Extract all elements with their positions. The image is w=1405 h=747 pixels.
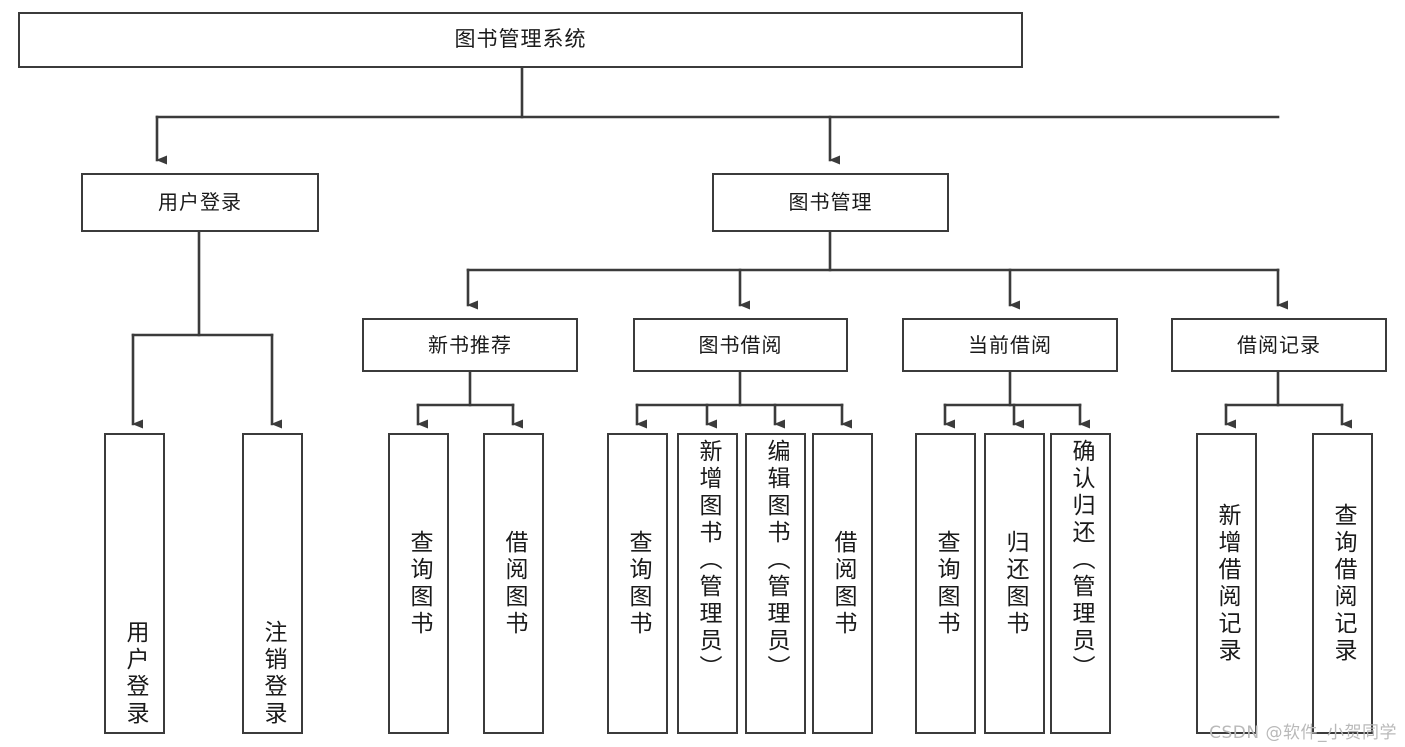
node-label: 新书推荐 [428, 332, 512, 357]
leaf-borrow-add-book-admin[interactable]: 新增图书（管理员） [677, 433, 738, 734]
node-label: 借阅图书 [830, 529, 856, 638]
leaf-record-add-record[interactable]: 新增借阅记录 [1196, 433, 1257, 734]
node-label: 新增图书（管理员） [695, 439, 721, 682]
node-current-borrow[interactable]: 当前借阅 [902, 318, 1118, 372]
node-label: 图书管理 [788, 190, 873, 215]
node-label: 查询图书 [625, 529, 651, 638]
node-label: 编辑图书（管理员） [763, 439, 789, 682]
node-label: 归还图书 [1002, 529, 1028, 638]
node-book-borrow[interactable]: 图书借阅 [633, 318, 848, 372]
node-label: 确认归还（管理员） [1068, 439, 1094, 682]
node-borrow-record[interactable]: 借阅记录 [1171, 318, 1387, 372]
node-label: 用户登录 [122, 620, 148, 728]
node-label: 注销登录 [260, 620, 286, 728]
node-label: 用户登录 [158, 190, 242, 215]
leaf-borrow-edit-book-admin[interactable]: 编辑图书（管理员） [745, 433, 806, 734]
node-label: 借阅记录 [1237, 332, 1321, 357]
node-new-book-recommend[interactable]: 新书推荐 [362, 318, 578, 372]
leaf-current-query-book[interactable]: 查询图书 [915, 433, 976, 734]
node-label: 图书管理系统 [454, 27, 587, 52]
leaf-user-login-logout[interactable]: 注销登录 [242, 433, 303, 734]
leaf-user-login-login[interactable]: 用户登录 [104, 433, 165, 734]
node-label: 借阅图书 [501, 529, 527, 638]
leaf-borrow-borrow-book[interactable]: 借阅图书 [812, 433, 873, 734]
leaf-current-confirm-return-admin[interactable]: 确认归还（管理员） [1050, 433, 1111, 734]
node-user-login[interactable]: 用户登录 [81, 173, 319, 232]
node-label: 新增借阅记录 [1214, 502, 1240, 665]
leaf-recommend-borrow-book[interactable]: 借阅图书 [483, 433, 544, 734]
leaf-record-query-record[interactable]: 查询借阅记录 [1312, 433, 1373, 734]
node-book-management[interactable]: 图书管理 [712, 173, 949, 232]
leaf-borrow-query-book[interactable]: 查询图书 [607, 433, 668, 734]
node-label: 当前借阅 [968, 332, 1052, 357]
leaf-current-return-book[interactable]: 归还图书 [984, 433, 1045, 734]
leaf-recommend-query-book[interactable]: 查询图书 [388, 433, 449, 734]
node-label: 图书借阅 [698, 332, 783, 357]
node-label: 查询借阅记录 [1330, 502, 1356, 665]
node-label: 查询图书 [933, 529, 959, 638]
node-root-system[interactable]: 图书管理系统 [18, 12, 1023, 68]
node-label: 查询图书 [406, 529, 432, 638]
